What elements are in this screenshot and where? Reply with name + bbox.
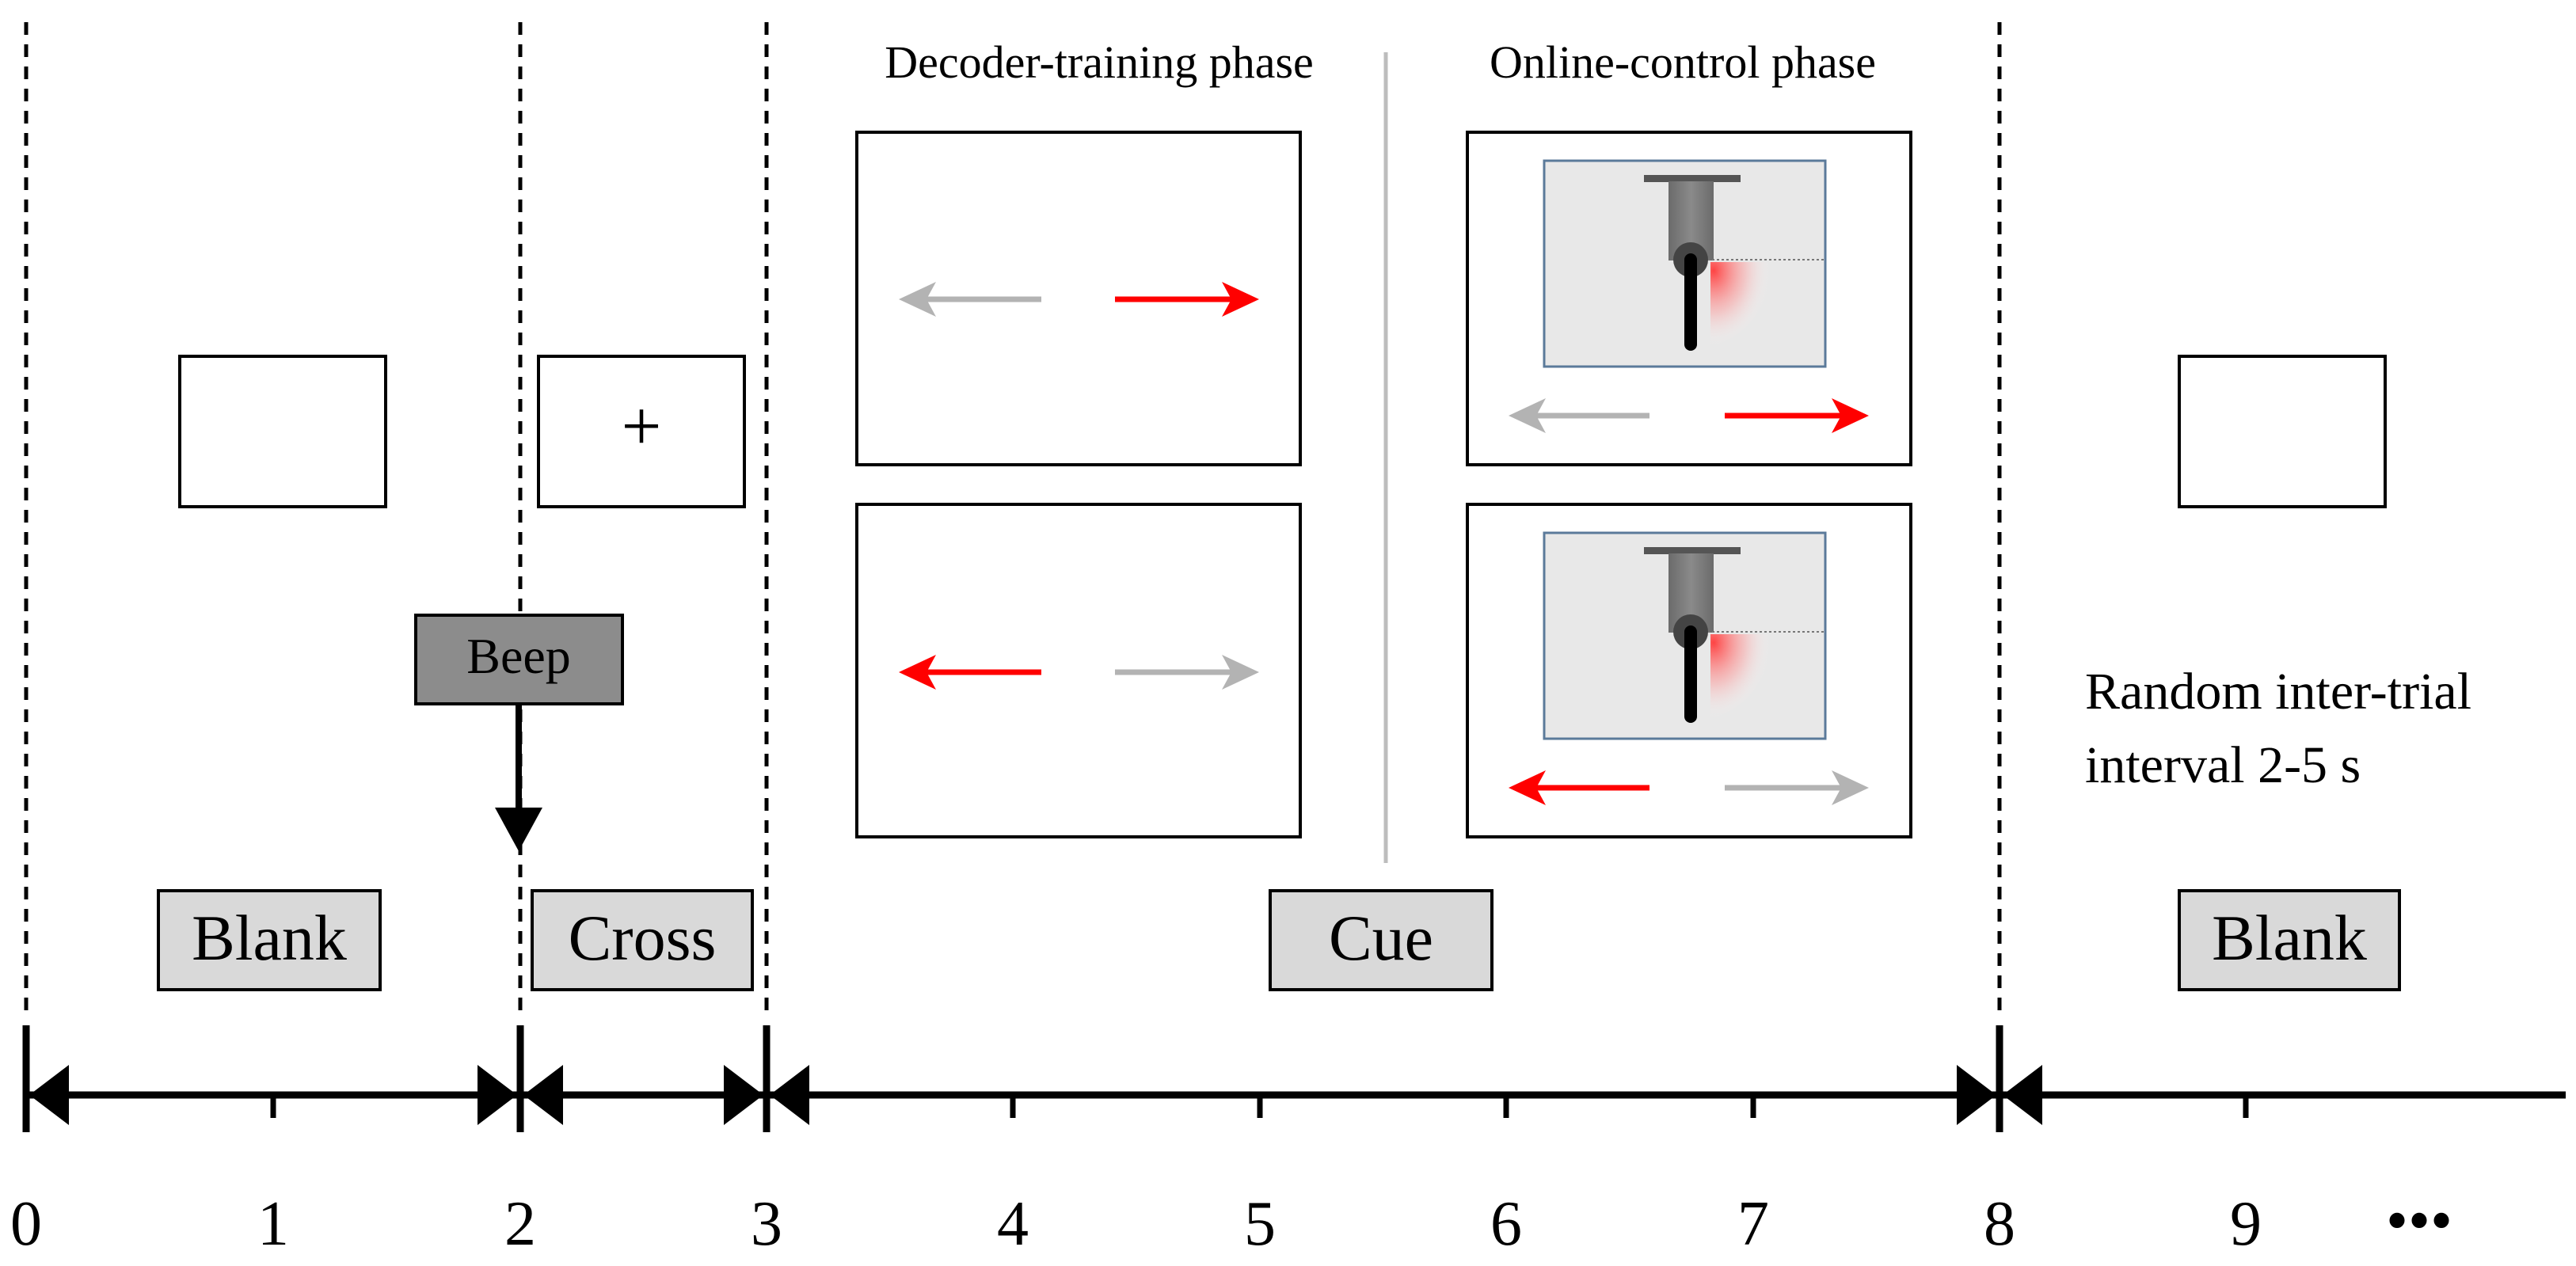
interval-arrowhead xyxy=(523,1065,563,1125)
blank-screen-1 xyxy=(178,355,387,508)
decoder-phase-header: Decoder-training phase xyxy=(885,36,1314,88)
phase-label-cross-text: Cross xyxy=(569,902,717,974)
interval-arrowhead xyxy=(2003,1065,2042,1125)
tick-label: 6 xyxy=(1490,1189,1522,1259)
tick-label: 4 xyxy=(997,1189,1029,1259)
timeline-axis: 0 1 2 3 4 5 6 7 8 9 ••• xyxy=(10,1025,2566,1259)
tick-label: 8 xyxy=(1984,1189,2015,1259)
interval-arrowhead xyxy=(1957,1065,1996,1125)
arrow-right-icon xyxy=(1115,655,1259,690)
arrow-left-icon xyxy=(1509,770,1649,805)
phase-label-blank-2-text: Blank xyxy=(2212,902,2367,974)
arrow-right-icon xyxy=(1725,398,1869,433)
phase-label-cross: Cross xyxy=(531,889,754,991)
interval-arrowhead xyxy=(29,1065,69,1125)
cross-screen xyxy=(537,355,746,508)
phase-label-cue: Cue xyxy=(1269,889,1493,991)
interval-arrowhead xyxy=(724,1065,763,1125)
beep-arrow-head xyxy=(495,808,542,851)
tick-label: 1 xyxy=(257,1189,289,1259)
tick-label: 7 xyxy=(1737,1189,1769,1259)
interval-arrowhead xyxy=(770,1065,809,1125)
beep-label: Beep xyxy=(466,628,571,684)
iti-note-line1: Random inter-trial xyxy=(2085,663,2471,720)
tick-label: 2 xyxy=(504,1189,536,1259)
tick-label: 0 xyxy=(10,1189,42,1259)
phase-label-cue-text: Cue xyxy=(1329,902,1433,974)
arrow-right-icon xyxy=(1115,282,1259,317)
boundary-lines xyxy=(24,22,2002,1013)
tick-label: 3 xyxy=(751,1189,782,1259)
tick-label: 5 xyxy=(1244,1189,1276,1259)
phase-label-blank-1-text: Blank xyxy=(192,902,347,974)
phase-label-blank-2: Blank xyxy=(2178,889,2401,991)
arrow-left-icon xyxy=(899,655,1041,690)
fixation-cross: + xyxy=(622,387,662,466)
iti-note-line2: interval 2-5 s xyxy=(2085,736,2361,794)
interval-arrowhead xyxy=(478,1065,517,1125)
arrow-right-icon xyxy=(1725,770,1869,805)
robot-arm-icon xyxy=(1544,161,1825,367)
tick-label: 9 xyxy=(2230,1189,2262,1259)
phase-label-blank-1: Blank xyxy=(157,889,382,991)
arrow-left-icon xyxy=(1509,398,1649,433)
online-phase-header: Online-control phase xyxy=(1490,36,1876,88)
arrow-left-icon xyxy=(899,282,1041,317)
robot-arm-icon xyxy=(1544,533,1825,739)
timeline-ellipsis: ••• xyxy=(2386,1186,2452,1256)
blank-screen-2 xyxy=(2178,355,2387,508)
